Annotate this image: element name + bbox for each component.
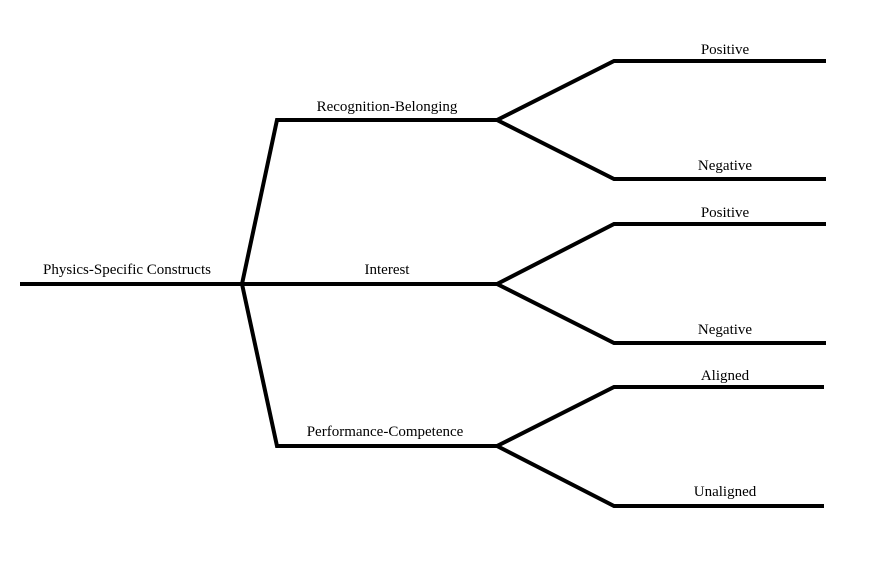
branch-label-interest: Interest [365,262,411,278]
root-label: Physics-Specific Constructs [43,262,211,278]
branch-edge-recognition-belonging [240,118,497,285]
branch-label-recognition-belonging: Recognition-Belonging [317,99,458,115]
leaf-label-interest-positive: Positive [701,205,750,221]
leaf-edge-interest-negative [496,282,826,345]
leaf-edge-recognition-negative [496,118,826,181]
edges [20,59,826,508]
labels: Physics-Specific Constructs Recognition-… [43,42,757,500]
branch-edge-performance-competence [240,283,497,448]
leaf-edge-performance-unaligned [496,444,824,508]
leaf-label-recognition-positive: Positive [701,42,750,58]
leaf-label-performance-aligned: Aligned [701,368,750,384]
leaf-edge-performance-aligned [496,385,824,448]
leaf-label-recognition-negative: Negative [698,158,752,174]
leaf-edge-interest-positive [496,222,826,286]
branch-label-performance-competence: Performance-Competence [307,424,464,440]
leaf-label-interest-negative: Negative [698,322,752,338]
leaf-label-performance-unaligned: Unaligned [694,484,757,500]
leaf-edge-recognition-positive [496,59,826,122]
